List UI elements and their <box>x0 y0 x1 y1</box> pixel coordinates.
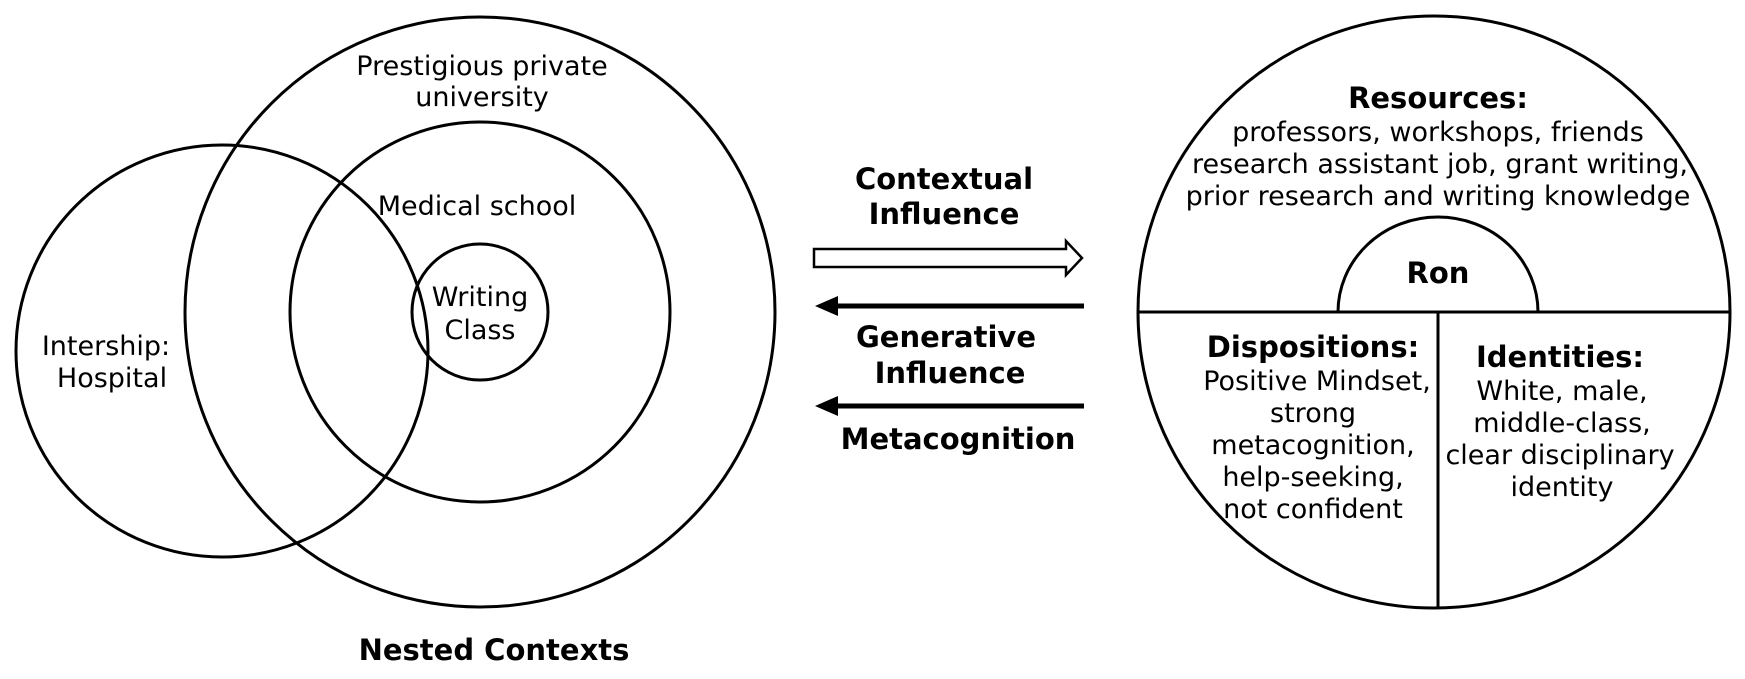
person-semicircle <box>1336 215 1540 313</box>
person-name: Ron <box>1407 256 1470 290</box>
identities-heading: Identities: <box>1476 340 1644 374</box>
resources-heading: Resources: <box>1348 81 1528 115</box>
identities-line3: clear disciplinary <box>1445 440 1674 471</box>
nested-contexts-caption: Nested Contexts <box>359 633 630 667</box>
writing-class-label-line2: Class <box>444 315 515 346</box>
dispositions-line4: help-seeking, <box>1222 462 1403 493</box>
dispositions-line3: metacognition, <box>1211 430 1414 461</box>
resources-line2: research assistant job, grant writing, <box>1192 149 1688 180</box>
contextual-influence-line1: Contextual <box>855 162 1033 196</box>
internship-label-line1: Intership: <box>42 331 170 362</box>
internship-label-line2: Hospital <box>57 363 167 394</box>
metacognition-arrow-head <box>815 396 838 416</box>
generative-influence-line1: Generative <box>856 320 1036 354</box>
internship-circle <box>14 143 430 559</box>
resources-line3: prior research and writing knowledge <box>1186 181 1691 212</box>
metacognition-label: Metacognition <box>841 422 1076 456</box>
university-label-line2: university <box>415 82 549 113</box>
medical-school-label: Medical school <box>378 191 577 222</box>
writing-class-circle <box>410 242 550 382</box>
dispositions-line2: strong <box>1270 398 1356 429</box>
resources-line1: professors, workshops, friends <box>1232 117 1644 148</box>
generative-influence-line2: Influence <box>875 356 1026 390</box>
generative-influence-arrow-head <box>815 296 838 316</box>
university-circle <box>183 15 777 609</box>
dispositions-line5: not confident <box>1223 494 1403 525</box>
university-label-line1: Prestigious private <box>356 51 607 82</box>
medical-school-circle <box>288 120 672 504</box>
contextual-influence-arrow <box>812 237 1084 279</box>
writing-class-label-line1: Writing <box>432 282 528 313</box>
identities-line4: identity <box>1510 472 1613 503</box>
identities-line1: White, male, <box>1476 376 1647 407</box>
contextual-influence-line2: Influence <box>869 197 1020 231</box>
dispositions-line1: Positive Mindset, <box>1203 366 1431 397</box>
identities-line2: middle-class, <box>1473 408 1651 439</box>
dispositions-heading: Dispositions: <box>1207 330 1419 364</box>
